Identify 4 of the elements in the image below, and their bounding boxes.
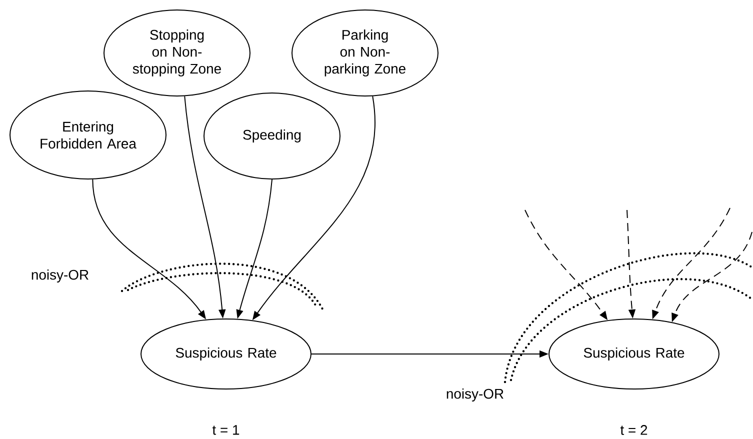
noisy-or-label: noisy-OR: [446, 388, 504, 402]
noisy-or-label: noisy-OR: [32, 270, 88, 282]
time-label: t = 1: [212, 425, 240, 435]
time-label: t = 2: [620, 425, 648, 435]
